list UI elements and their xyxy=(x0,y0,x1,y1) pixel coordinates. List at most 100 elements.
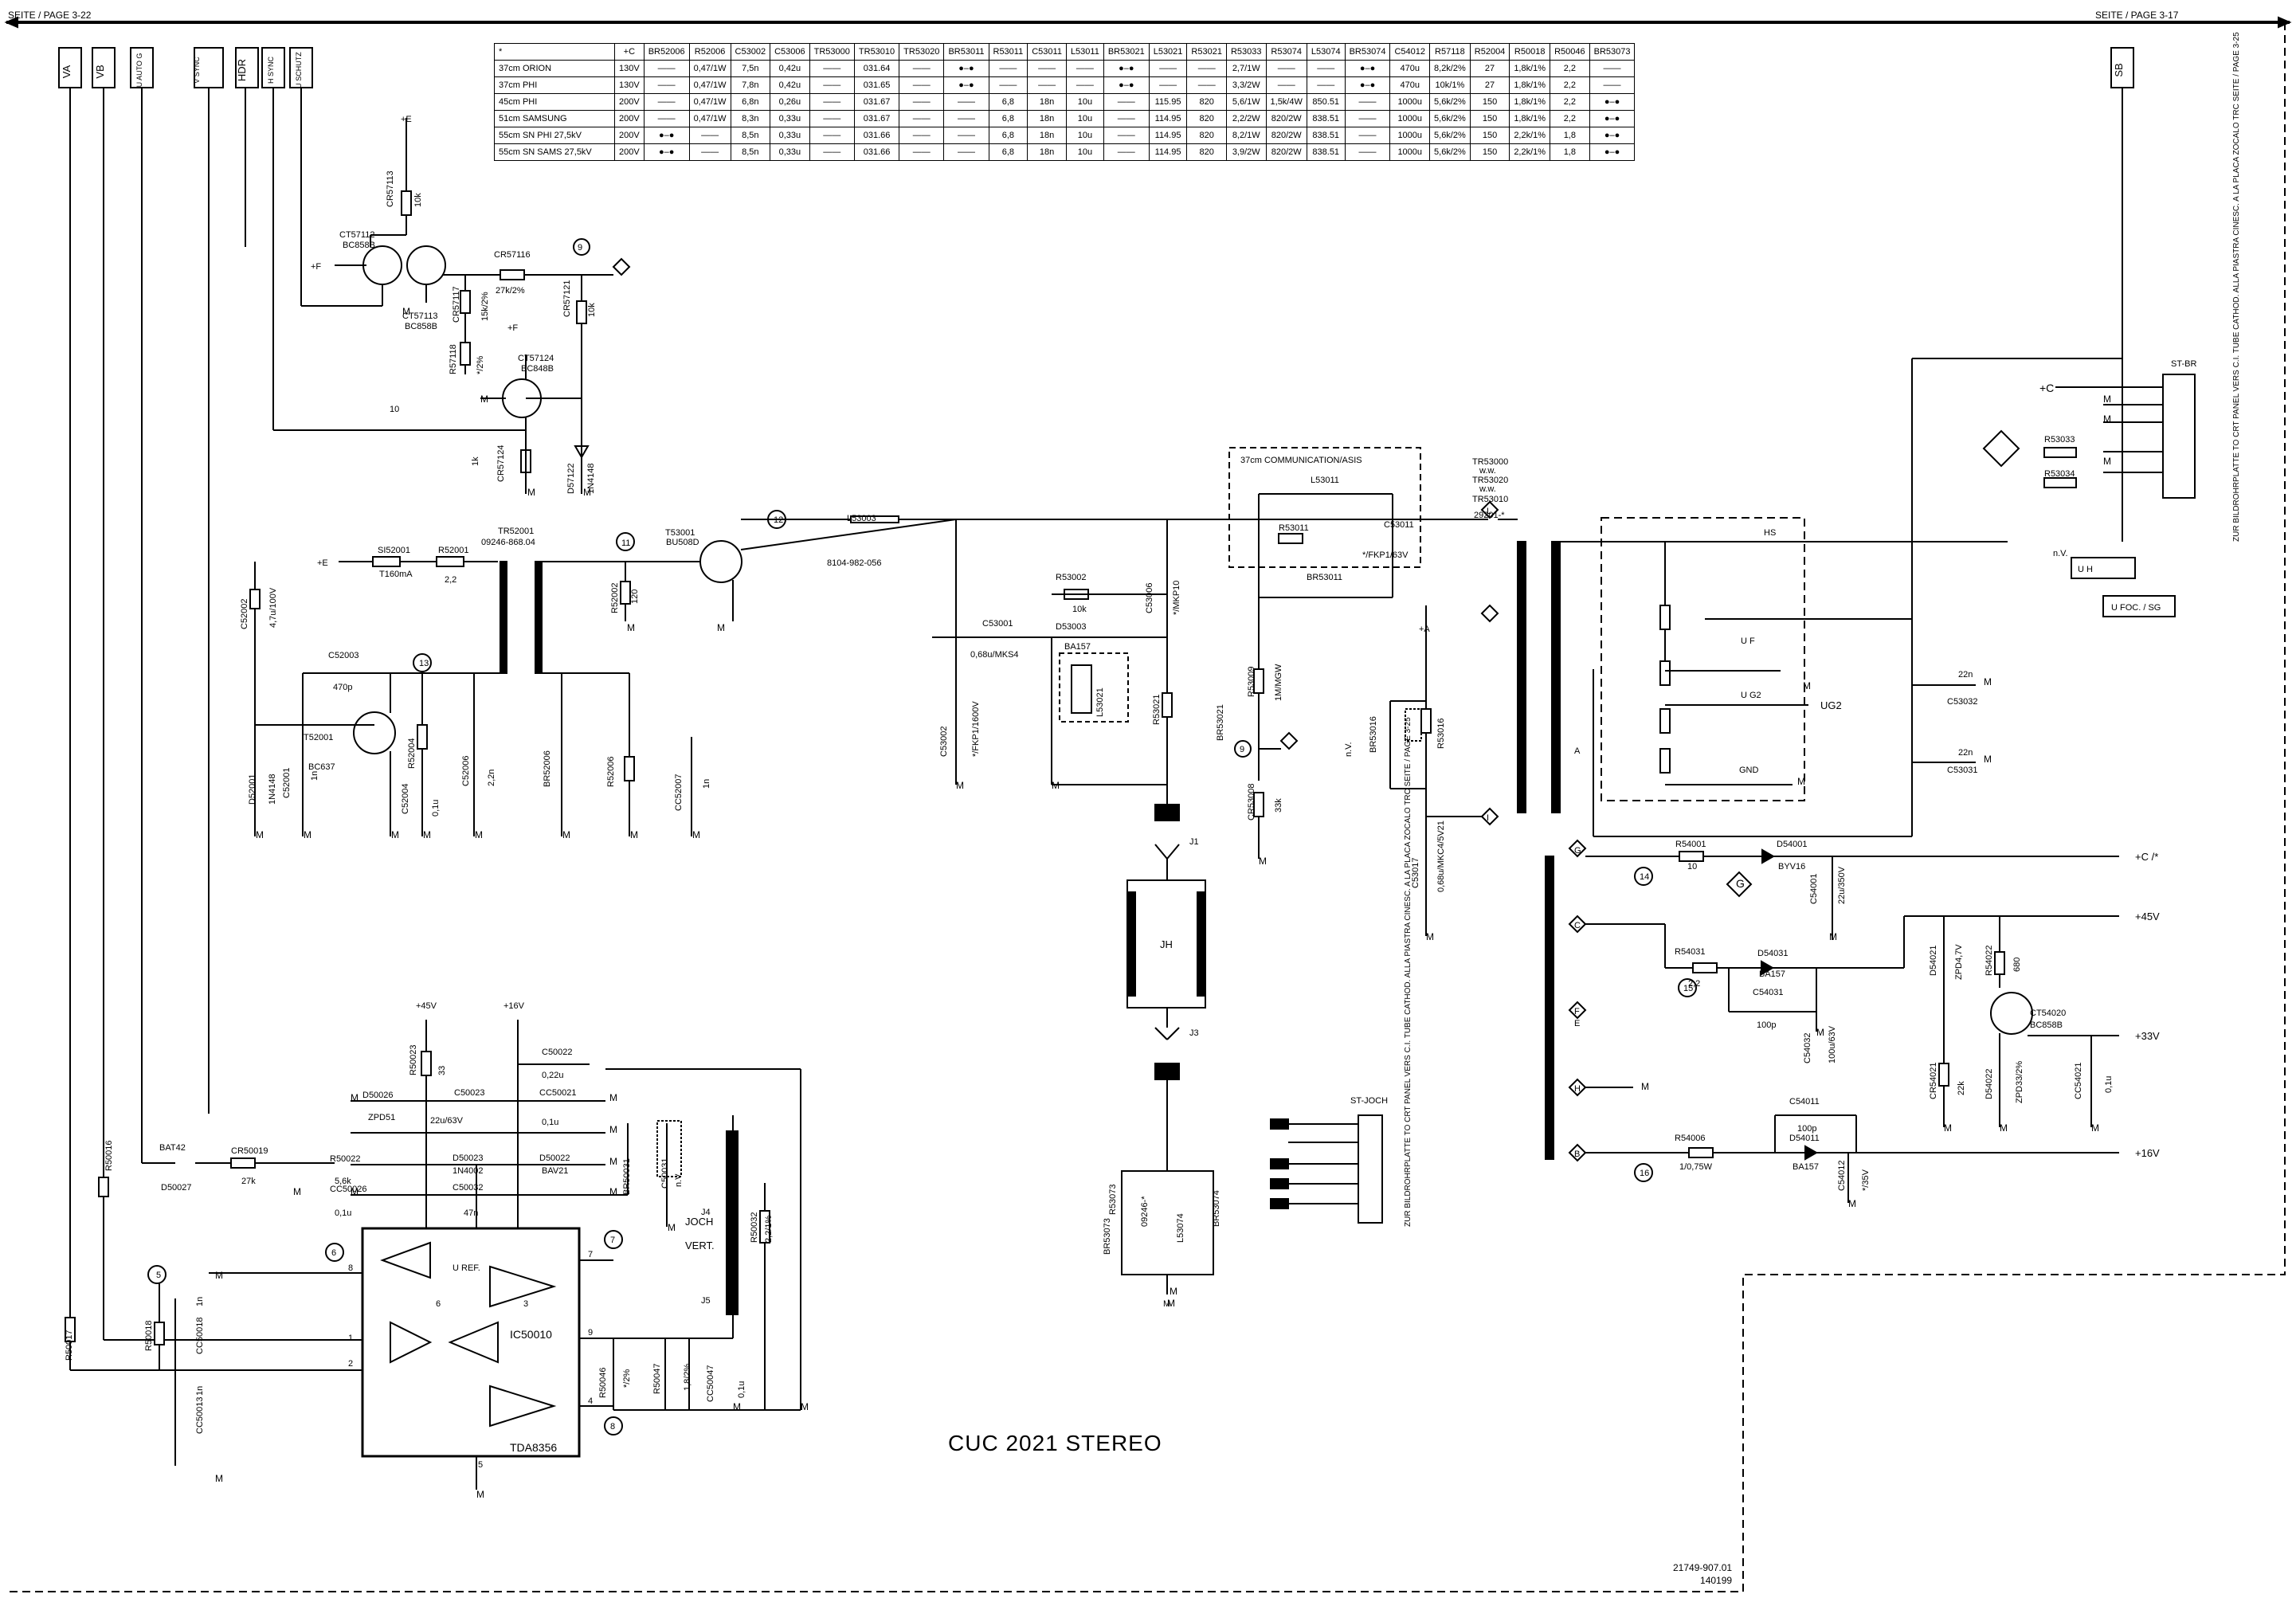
label-labels.br53073: BR53073 xyxy=(1103,1218,1112,1255)
ground-label: M xyxy=(215,1473,223,1484)
label-labels.n1b: 1n xyxy=(702,779,711,789)
table-header-cell: R53033 xyxy=(1225,43,1267,61)
label-labels.tH: H xyxy=(1574,1084,1581,1094)
label-labels.ba157-1: BA157 xyxy=(1064,642,1091,652)
label-labels.j3: J3 xyxy=(1189,1028,1199,1038)
label-labels.tr52001: TR52001 xyxy=(498,527,534,536)
label-labels.c53032: C53032 xyxy=(1947,697,1978,707)
label-labels.r53016: R53016 xyxy=(1436,718,1446,749)
label-labels.br53016: BR53016 xyxy=(1369,716,1378,753)
label-labels.cr57124: CR57124 xyxy=(496,445,506,482)
label-labels.cr57121: CR57121 xyxy=(562,280,572,317)
ground-label: M xyxy=(1426,931,1434,942)
table-cell: 55cm SN SAMS 27,5kV xyxy=(494,143,615,161)
arrow-left xyxy=(4,16,18,29)
table-cell: —— xyxy=(1103,110,1150,127)
ground-label: M xyxy=(1803,680,1811,691)
label-labels.ct57113: CT57113 xyxy=(402,311,437,321)
table-cell: 114.95 xyxy=(1148,127,1188,144)
table-cell: 114.95 xyxy=(1148,143,1188,161)
table-cell: 1000u xyxy=(1389,127,1431,144)
label-labels.t53001: T53001 xyxy=(665,528,695,538)
ground-label: M xyxy=(2103,394,2111,405)
label-labels.n22b: 22n xyxy=(1958,748,1973,758)
label-labels.tC: C xyxy=(1574,921,1581,930)
table-header-cell: R52006 xyxy=(688,43,731,61)
label-labels.c54032-v: 100u/63V xyxy=(1828,1025,1837,1063)
label-labels.c50023: C50023 xyxy=(454,1088,485,1098)
label-labels.cr54021: CR54021 xyxy=(1929,1063,1938,1099)
label-labels.nv2: n.V. xyxy=(674,1172,684,1187)
label-labels.d54022: D54022 xyxy=(1985,1068,1994,1099)
label-labels.tr53000: TR53000 xyxy=(1472,457,1508,467)
label-labels.t52001: T52001 xyxy=(304,733,333,742)
label-labels.v10: 10 xyxy=(1687,862,1697,871)
label-labels.d53003: D53003 xyxy=(1056,622,1087,632)
label-labels.n15: 15 xyxy=(1683,984,1693,993)
label-labels.c54011: C54011 xyxy=(1789,1097,1820,1106)
ground-label: M xyxy=(1052,780,1060,791)
label-labels.r50032-v: 2,2/1% xyxy=(764,1216,774,1243)
label-labels.br53021: BR53021 xyxy=(1216,704,1225,741)
label-labels.cc50013: CC50013 xyxy=(195,1397,205,1434)
label-labels.tF: F xyxy=(1574,1007,1580,1016)
label-labels.plus16: +16V xyxy=(503,1001,525,1011)
label-labels.u01-1: 0,1u xyxy=(431,800,441,817)
table-cell: —— xyxy=(643,60,690,77)
label-labels.k27: 27k/2% xyxy=(496,286,525,296)
ground-label: M xyxy=(2103,413,2111,425)
label-labels.plus16b: +16V xyxy=(2135,1147,2160,1159)
label-labels.c53011-v: */FKP1/63V xyxy=(1362,550,1409,560)
table-header-cell: BR53021 xyxy=(1103,43,1150,61)
label-labels.r50046: R50046 xyxy=(598,1367,608,1398)
label-labels.n1c: 1n xyxy=(195,1297,205,1306)
label-labels.ct57112: CT57112 xyxy=(339,230,374,240)
label-labels.r52001: R52001 xyxy=(438,546,469,555)
table-cell: 5,6k/2% xyxy=(1429,143,1471,161)
table-cell: 1,8 xyxy=(1550,127,1590,144)
label-labels.v120: 120 xyxy=(630,589,640,604)
label-labels.p9: 9 xyxy=(588,1328,593,1338)
label-labels.v33: 33 xyxy=(437,1066,447,1075)
label-labels.d50023: D50023 xyxy=(453,1153,484,1163)
label-labels.u01-3: 0,1u xyxy=(335,1208,351,1218)
label-labels.c54012: C54012 xyxy=(1837,1160,1847,1191)
label-labels.tL: L xyxy=(1487,507,1491,516)
label-labels.si52001: SI52001 xyxy=(378,546,410,555)
table-cell: 1000u xyxy=(1389,143,1431,161)
ground-label: M xyxy=(1944,1122,1952,1134)
table-cell: —— xyxy=(1589,76,1636,94)
ground-label: M xyxy=(1984,754,1992,765)
label-connectors-top.6: U SCHUTZ xyxy=(295,52,303,88)
label-labels.l53074: L53074 xyxy=(1176,1213,1185,1243)
table-header-cell: BR53074 xyxy=(1344,43,1391,61)
table-header-cell: +C xyxy=(614,43,645,61)
label-labels.r50017: R50017 xyxy=(65,1330,74,1361)
ground-label: M xyxy=(733,1401,741,1412)
label-labels.cr57117: CR57117 xyxy=(452,286,461,323)
table-header-cell: R52004 xyxy=(1469,43,1510,61)
table-cell: 838.51 xyxy=(1306,143,1346,161)
label-labels.l53021: L53021 xyxy=(1095,687,1105,717)
ground-label: M xyxy=(1167,1298,1175,1309)
label-labels.u01-5: 0,1u xyxy=(2104,1076,2114,1093)
label-labels.r50032: R50032 xyxy=(750,1212,759,1243)
label-labels.bc637: BC637 xyxy=(308,762,335,772)
label-labels.r53021: R53021 xyxy=(1152,694,1162,725)
doc-date: 140199 xyxy=(1700,1575,1733,1586)
label-connectors-top.2: U AUTO G xyxy=(135,53,143,88)
table-cell: —— xyxy=(943,143,989,161)
table-cell: 820/2W xyxy=(1265,127,1307,144)
label-labels.plusF2: +F xyxy=(507,323,518,333)
label-labels.cc54021: CC54021 xyxy=(2074,1063,2083,1099)
label-labels.r50022: R50022 xyxy=(330,1154,361,1164)
ground-label: M xyxy=(692,829,700,840)
label-labels.n11: 11 xyxy=(621,539,630,548)
table-cell: 18n xyxy=(1027,143,1067,161)
label-labels.br52006: BR52006 xyxy=(543,750,552,787)
label-labels.p100a: 100p xyxy=(1757,1020,1776,1030)
table-header-cell: R50046 xyxy=(1550,43,1590,61)
label-labels.r50018: R50018 xyxy=(144,1320,154,1351)
